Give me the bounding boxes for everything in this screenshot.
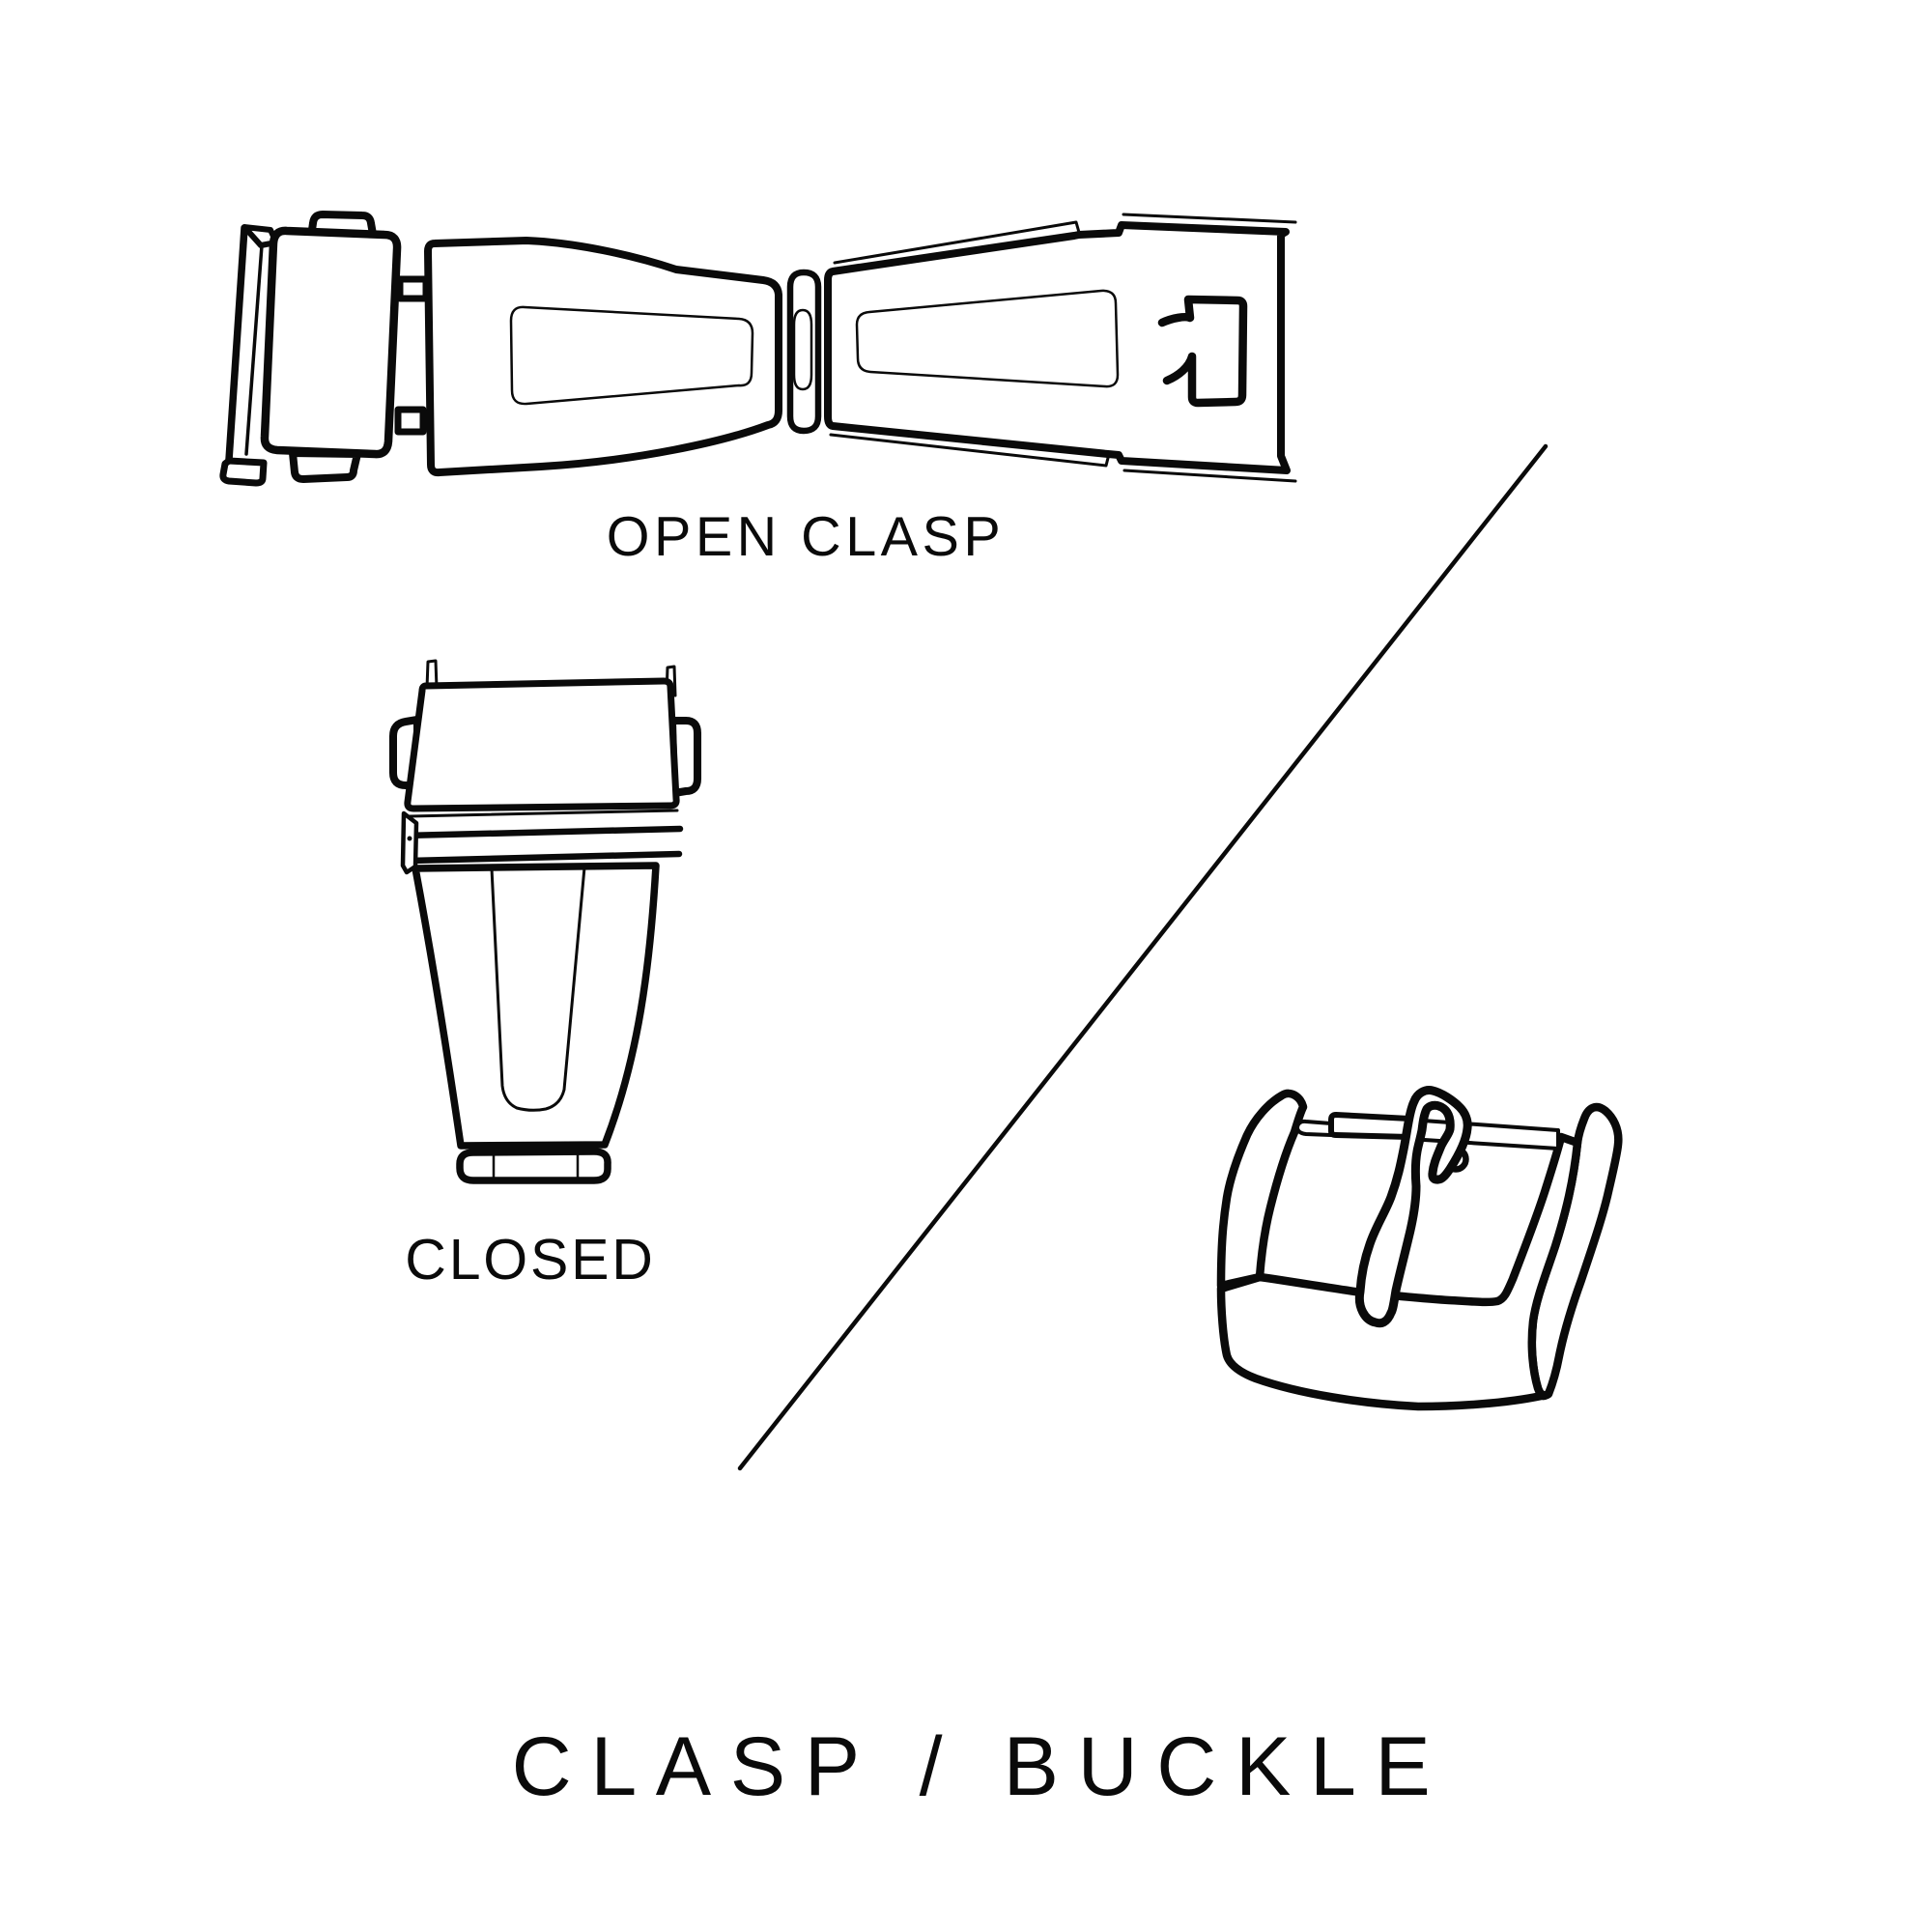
svg-text:CLOSED: CLOSED bbox=[405, 1228, 655, 1292]
svg-text:OPEN CLASP: OPEN CLASP bbox=[607, 506, 1006, 568]
svg-text:CLASP / BUCKLE: CLASP / BUCKLE bbox=[512, 1720, 1450, 1813]
